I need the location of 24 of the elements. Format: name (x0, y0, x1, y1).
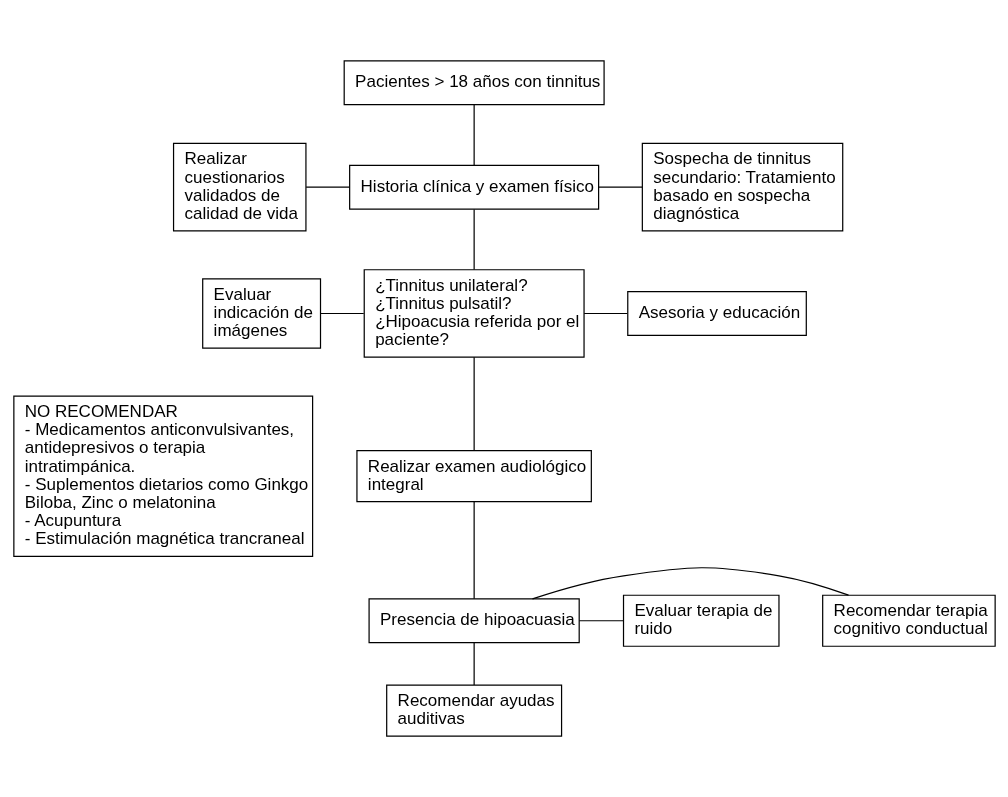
connector (583, 312, 628, 315)
connector (531, 567, 849, 600)
connector (473, 356, 475, 451)
node-box: NO RECOMENDAR - Medicamentos anticonvulsivantes, antidepresivos o terapia intratimpánica. - Suplementos dietarios como Ginkgo Biloba, Zinc o melatonina - Acupuntura - Estimulación magnética trancraneal (12, 395, 313, 557)
node-box: Recomendar ayudas auditivas (385, 684, 562, 737)
node-box: Asesoria y educación (626, 291, 807, 336)
connector (473, 501, 475, 600)
node-box: ¿Tinnitus unilateral? ¿Tinnitus pulsatil? ¿Hipoacusia referida por el paciente? (363, 269, 585, 358)
node-box: Evaluar indicación de imágenes (201, 278, 321, 349)
connector (319, 312, 364, 315)
node-box: Pacientes > 18 años con tinnitus (343, 60, 605, 106)
connector (597, 186, 643, 188)
connector (473, 208, 475, 271)
connector (578, 620, 624, 622)
node-box: Sospecha de tinnitus secundario: Tratamiento basado en sospecha diagnóstica (641, 142, 843, 232)
connector (473, 104, 475, 166)
node-box: Recomendar terapia cognitivo conductual (821, 594, 996, 647)
node-box: Evaluar terapia de ruido (622, 594, 780, 647)
node-box: Realizar cuestionarios validados de calidad de vida (172, 142, 307, 232)
node-box: Presencia de hipoacuasia (368, 598, 580, 644)
node-box: Realizar examen audiológico integral (355, 450, 592, 503)
connector (473, 642, 475, 686)
node-box: Historia clínica y examen físico (348, 164, 599, 210)
connector (305, 186, 350, 188)
